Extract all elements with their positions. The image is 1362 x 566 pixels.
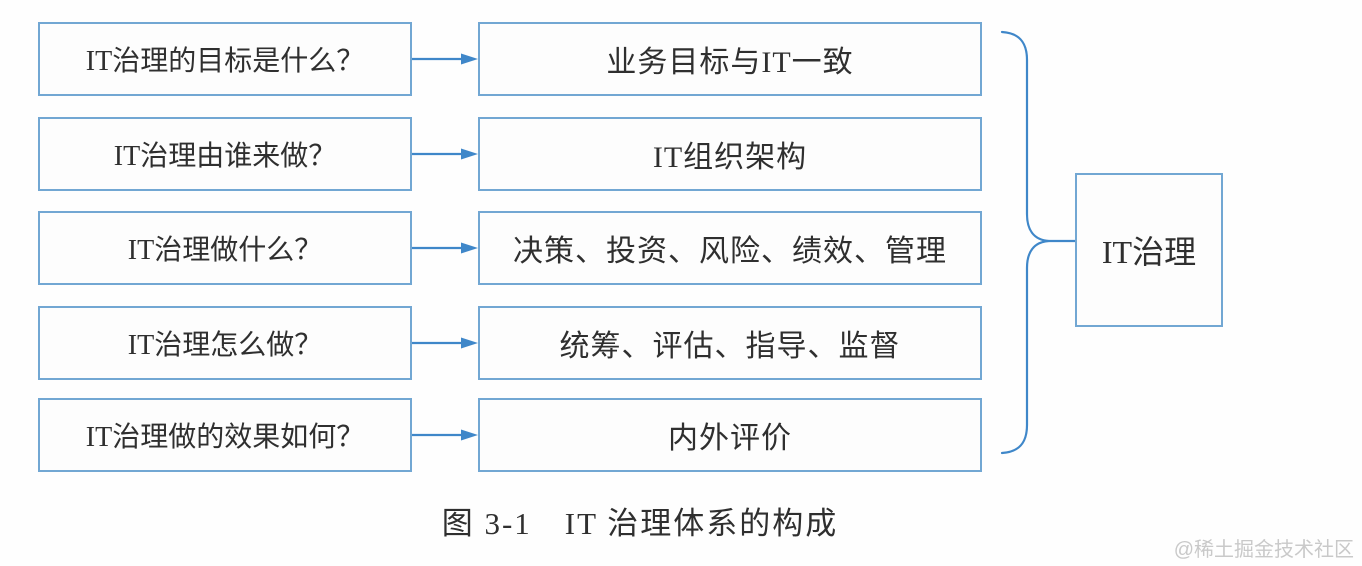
arrow-right-icon (412, 148, 478, 160)
question-box-effect: IT治理做的效果如何？ (38, 398, 412, 472)
answer-label: 决策、投资、风险、绩效、管理 (513, 235, 947, 268)
question-label: IT治理做什么？ (127, 235, 323, 266)
answer-label: 内外评价 (668, 422, 792, 455)
answer-box-domains: 决策、投资、风险、绩效、管理 (478, 211, 982, 285)
arrow-right-icon (412, 53, 478, 65)
diagram-row: IT治理做什么？ 决策、投资、风险、绩效、管理 (0, 211, 1362, 285)
question-label: IT治理由谁来做？ (113, 141, 337, 172)
curly-brace-icon (1000, 30, 1076, 455)
diagram-row: IT治理做的效果如何？ 内外评价 (0, 398, 1362, 472)
question-label: IT治理怎么做？ (127, 330, 323, 361)
answer-box-alignment: 业务目标与IT一致 (478, 22, 982, 96)
diagram-row: IT治理由谁来做？ IT组织架构 (0, 117, 1362, 191)
arrow-right-icon (412, 429, 478, 441)
question-box-what: IT治理做什么？ (38, 211, 412, 285)
arrow-right-icon (412, 242, 478, 254)
answer-box-evaluation: 内外评价 (478, 398, 982, 472)
arrow-right-icon (412, 337, 478, 349)
question-label: IT治理做的效果如何？ (85, 422, 365, 453)
answer-box-org-structure: IT组织架构 (478, 117, 982, 191)
answer-box-methods: 统筹、评估、指导、监督 (478, 306, 982, 380)
answer-label: 业务目标与IT一致 (606, 46, 854, 79)
question-box-how: IT治理怎么做？ (38, 306, 412, 380)
result-label: IT治理 (1101, 234, 1197, 270)
answer-label: 统筹、评估、指导、监督 (559, 330, 901, 363)
question-box-goal: IT治理的目标是什么？ (38, 22, 412, 96)
answer-label: IT组织架构 (652, 141, 808, 174)
figure-caption: 图 3-1 IT 治理体系的构成 (441, 506, 839, 541)
question-box-who: IT治理由谁来做？ (38, 117, 412, 191)
watermark-text: @稀土掘金技术社区 (1173, 539, 1354, 561)
result-box-it-governance: IT治理 (1075, 173, 1223, 327)
question-label: IT治理的目标是什么？ (85, 46, 365, 77)
diagram-row: IT治理怎么做？ 统筹、评估、指导、监督 (0, 306, 1362, 380)
diagram-row: IT治理的目标是什么？ 业务目标与IT一致 (0, 22, 1362, 96)
